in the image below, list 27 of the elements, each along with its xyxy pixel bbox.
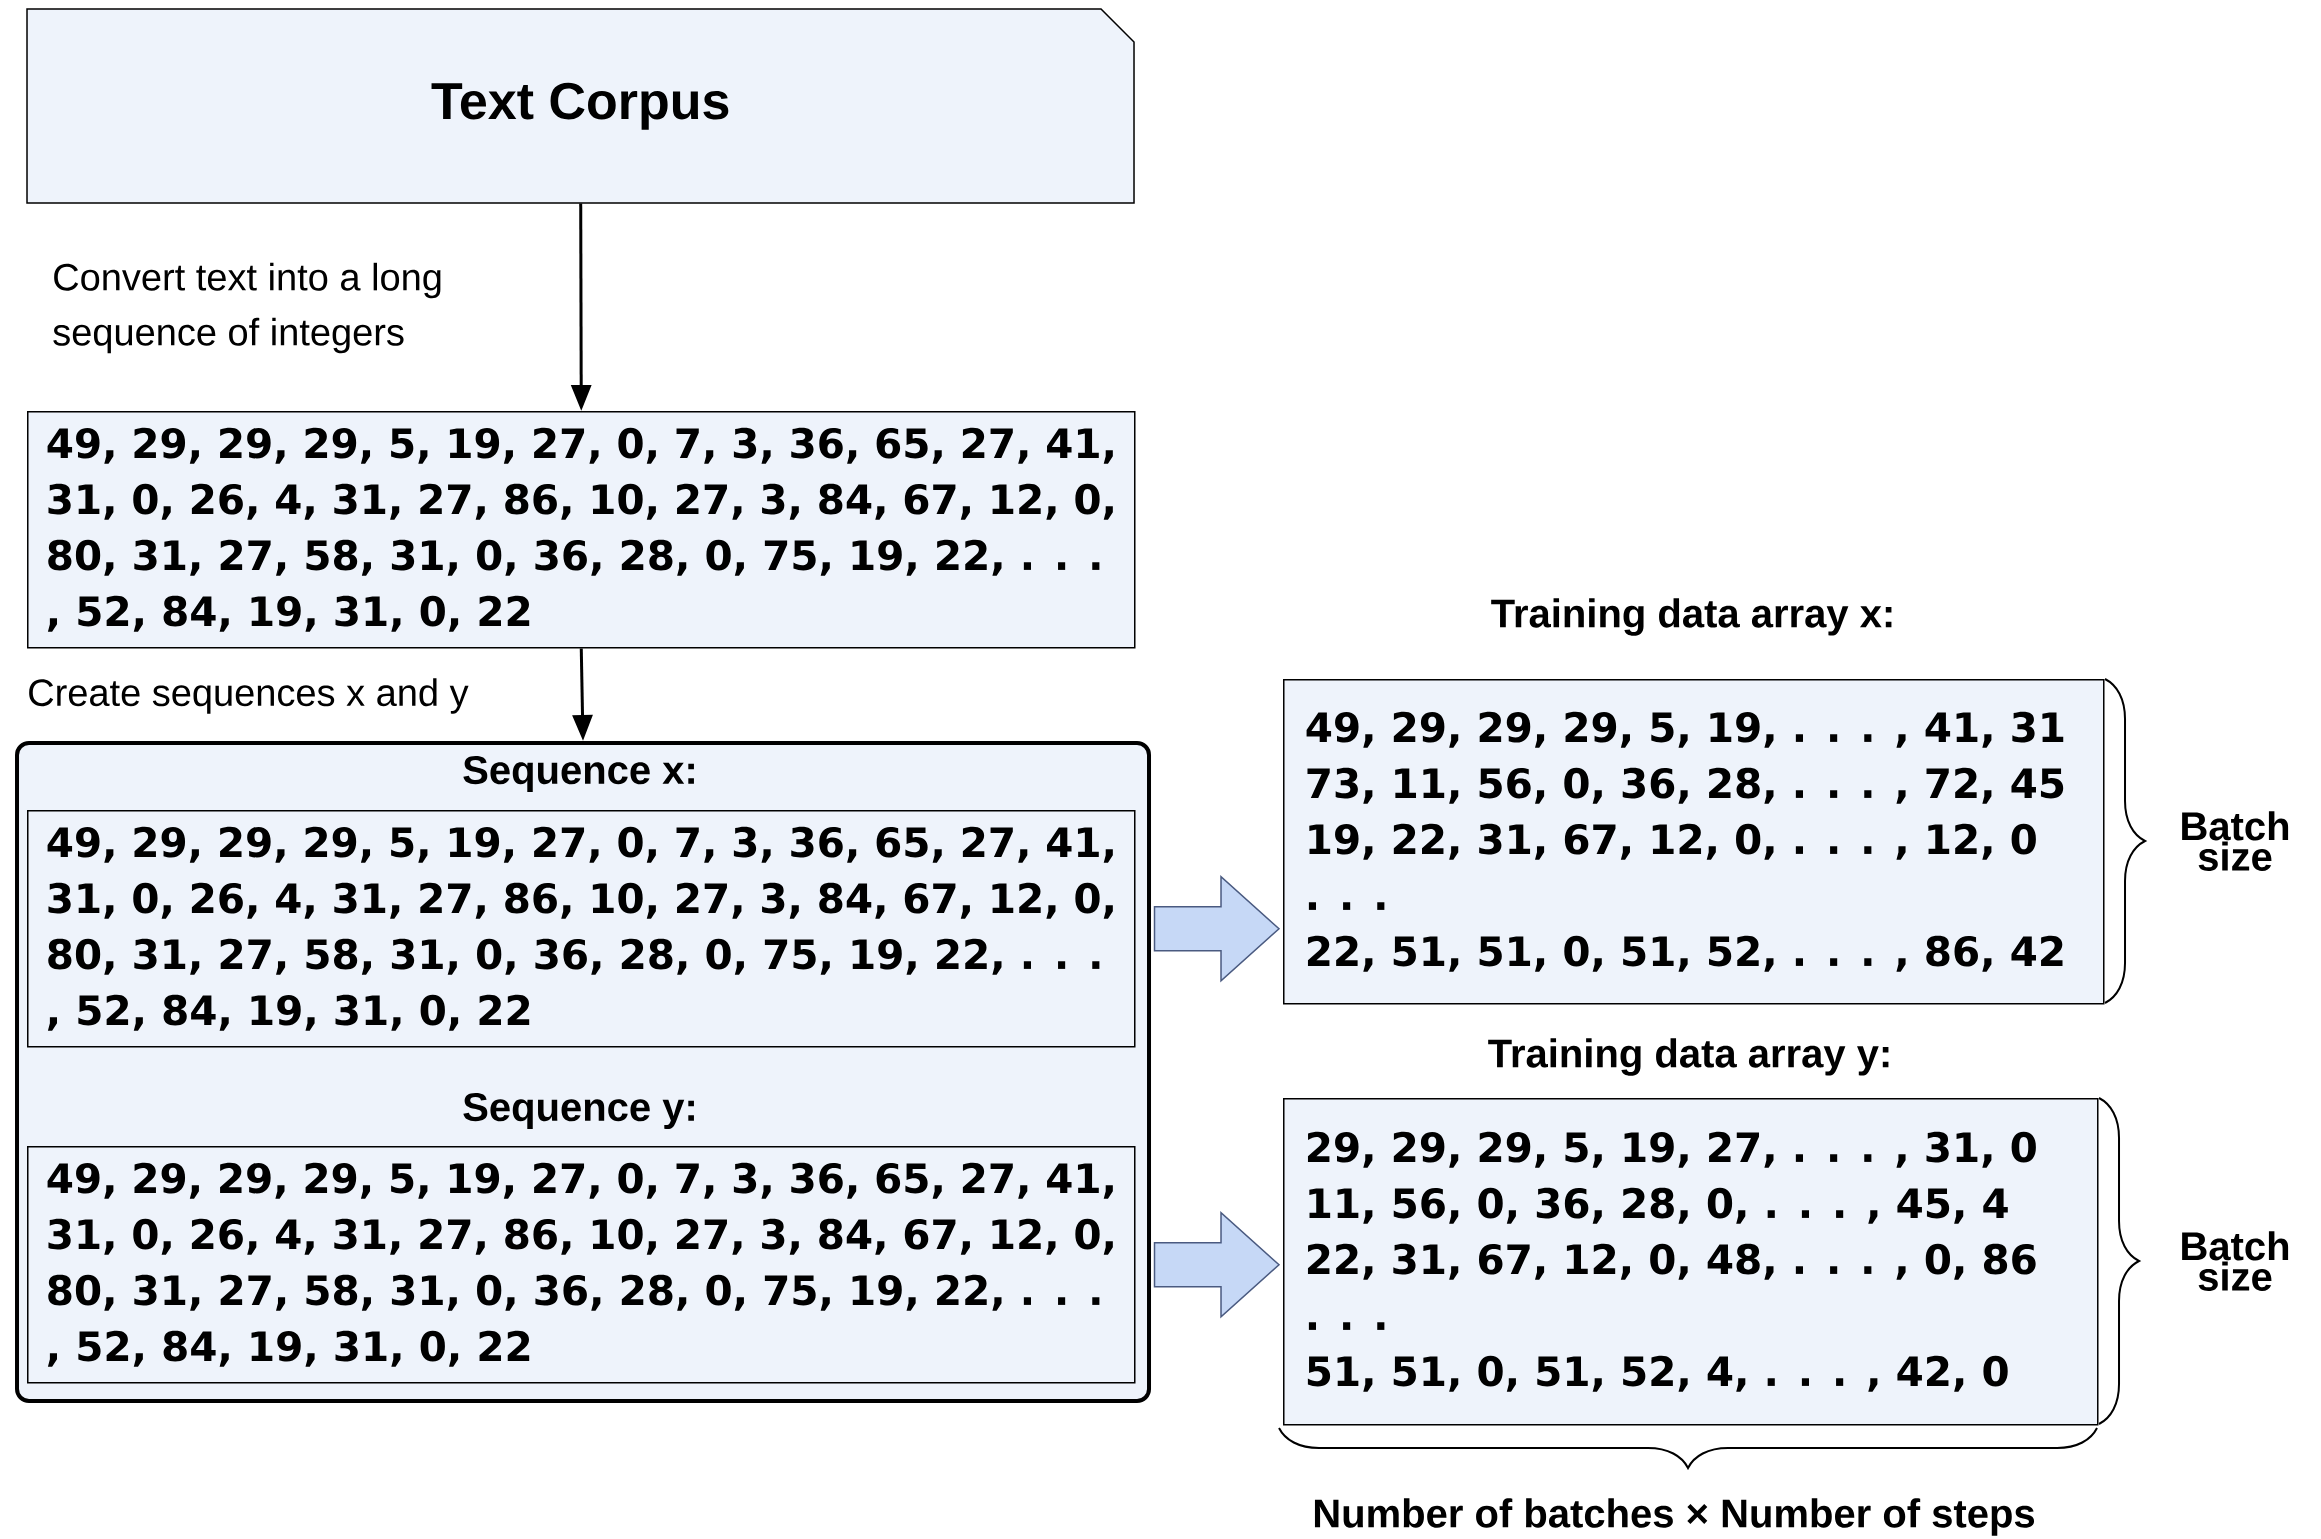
edge-label: Create sequences x and y bbox=[29, 678, 469, 714]
node-label: 22, 51, 51, 0, 51, 52, . . . , 86, 42 bbox=[1307, 935, 2063, 972]
node-label: . . . bbox=[1308, 902, 1385, 910]
block-arrow bbox=[1153, 1211, 1281, 1319]
block-arrow bbox=[1153, 875, 1281, 983]
box-heading: Training data array y: bbox=[1488, 1038, 1889, 1076]
box-heading: Training data array x: bbox=[1491, 598, 1892, 636]
brace-label: Batch size bbox=[2182, 811, 2289, 871]
brace-label: Batch size bbox=[2182, 1231, 2289, 1291]
node-label: . . . bbox=[1308, 1322, 1385, 1330]
box-heading: Sequence y: bbox=[463, 1092, 694, 1130]
array-box: 49, 29, 29, 29, 5, 19, . . . , 41, 31 73, 11, 56, 0, 36, 28, . . . , 72, 45 19, 22, 31, 67, 12, 0, . . . , 12, 0 . . . 22, 51, 51, 0, 51, 52, . . . , 86, 42 bbox=[1283, 679, 2105, 1005]
sequence-box: 49, 29, 29, 29, 5, 19, 27, 0, 7, 3, 36, 65, 27, 41, 31, 0, 26, 4, 31, 27, 86, 10, 27, 3, 84, 67, 12, 0, 80, 31, 27, 58, 31, 0, 36, 28, 0, 75, 19, 22, . . . , 52, 84, 19, 31, 0, 22 bbox=[27, 810, 1136, 1048]
box-heading: Sequence x: bbox=[463, 755, 694, 793]
brace-label: Number of batches × Number of steps bbox=[1314, 1498, 2035, 1536]
document-box: Text Corpus bbox=[26, 8, 1135, 204]
node-label: 19, 22, 31, 67, 12, 0, . . . , 12, 0 bbox=[1309, 823, 2036, 860]
node-label: 29, 29, 29, 5, 19, 27, . . . , 31, 0 bbox=[1307, 1131, 2036, 1168]
sequence-box: 49, 29, 29, 29, 5, 19, 27, 0, 7, 3, 36, 65, 27, 41, 31, 0, 26, 4, 31, 27, 86, 10, 27, 3, 84, 67, 12, 0, 80, 31, 27, 58, 31, 0, 36, 28, 0, 75, 19, 22, . . . , 52, 84, 19, 31, 0, 22 bbox=[27, 411, 1136, 649]
node-label: 49, 29, 29, 29, 5, 19, . . . , 41, 31 bbox=[1306, 711, 2064, 748]
node-label: 11, 56, 0, 36, 28, 0, . . . , 45, 4 bbox=[1309, 1187, 2008, 1224]
node-label: 22, 31, 67, 12, 0, 48, . . . , 0, 86 bbox=[1307, 1243, 2036, 1280]
edge-label: Convert text into a long sequence of integers bbox=[53, 262, 441, 354]
node-label: 51, 51, 0, 51, 52, 4, . . . , 42, 0 bbox=[1307, 1355, 2008, 1392]
sequence-box: 49, 29, 29, 29, 5, 19, 27, 0, 7, 3, 36, 65, 27, 41, 31, 0, 26, 4, 31, 27, 86, 10, 27, 3, 84, 67, 12, 0, 80, 31, 27, 58, 31, 0, 36, 28, 0, 75, 19, 22, . . . , 52, 84, 19, 31, 0, 22 bbox=[27, 1146, 1136, 1384]
array-box: 29, 29, 29, 5, 19, 27, . . . , 31, 0 11, 56, 0, 36, 28, 0, . . . , 45, 4 22, 31, 67, 12, 0, 48, . . . , 0, 86 . . . 51, 51, 0, 51, 52, 4, . . . , 42, 0 bbox=[1283, 1098, 2099, 1426]
node-label: 73, 11, 56, 0, 36, 28, . . . , 72, 45 bbox=[1307, 767, 2064, 804]
